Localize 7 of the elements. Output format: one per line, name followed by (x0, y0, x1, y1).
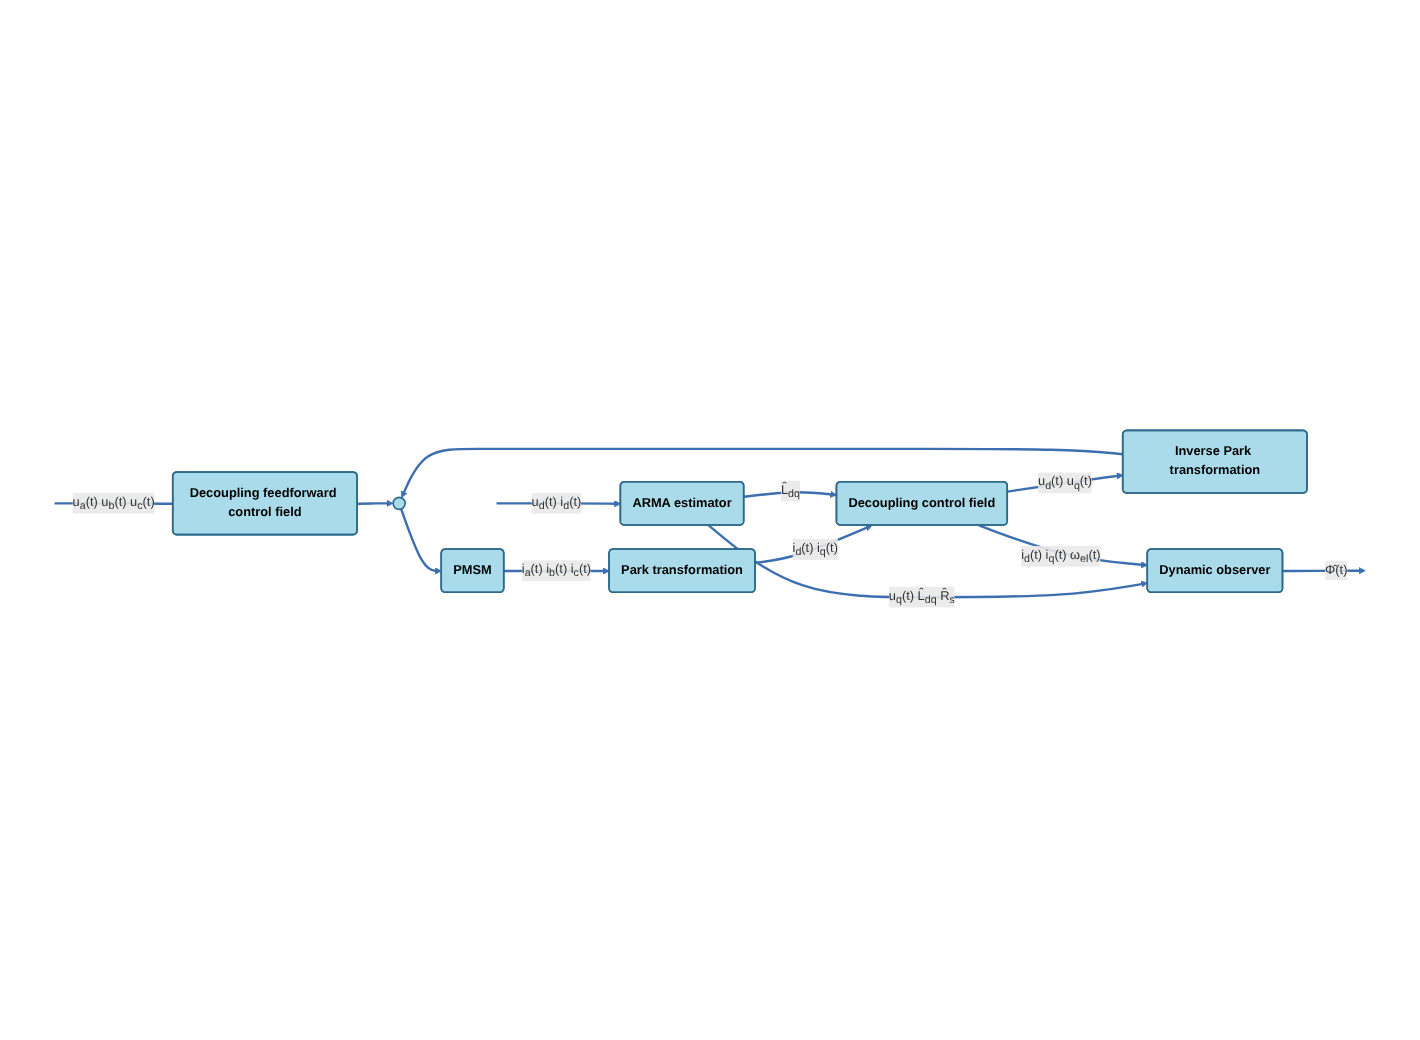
arrow (400, 509, 442, 576)
node-circle (392, 497, 406, 512)
arrow (743, 491, 838, 499)
arrow (357, 500, 394, 508)
arrow (978, 525, 1148, 570)
arrow (707, 525, 1148, 600)
arrow (755, 525, 873, 565)
